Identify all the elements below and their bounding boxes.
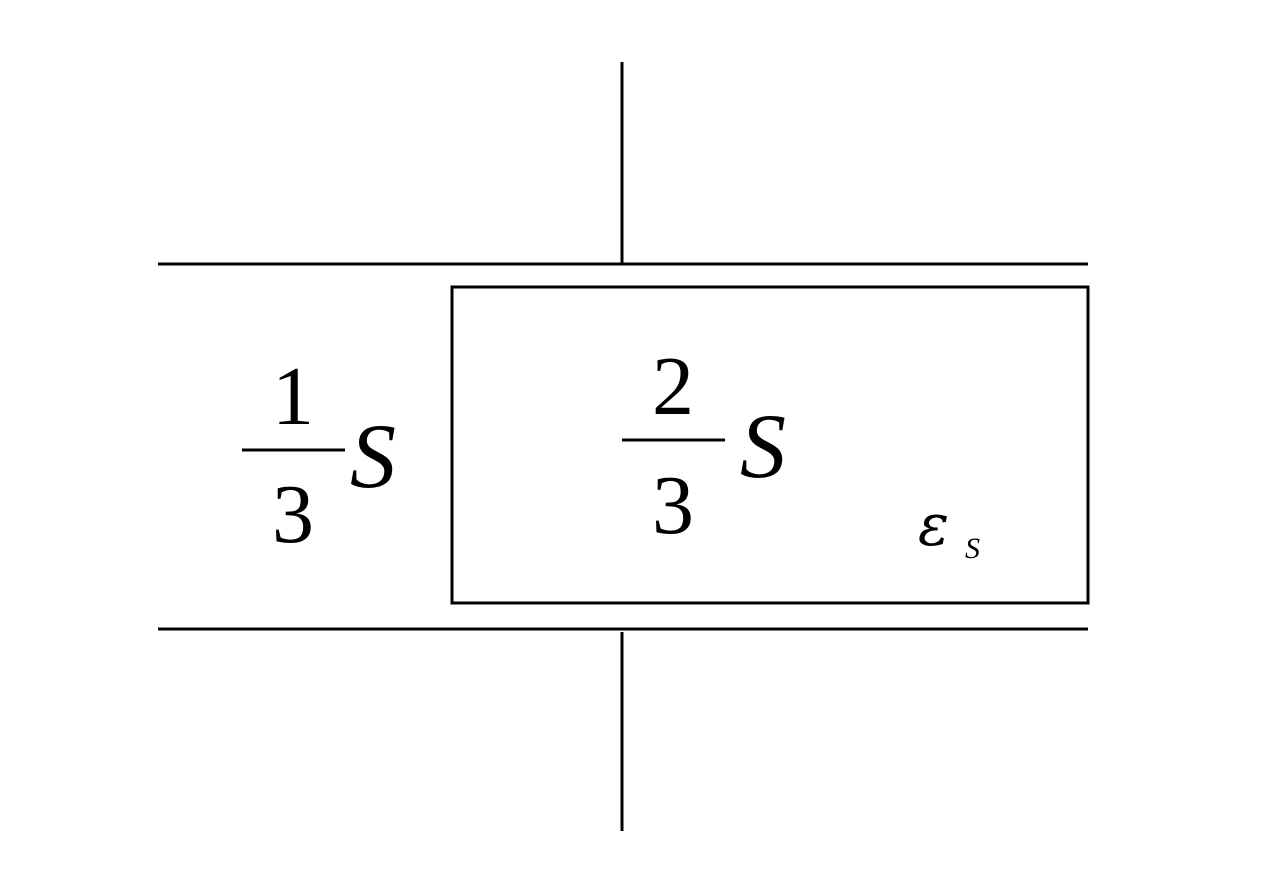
left-denominator: 3: [272, 468, 314, 561]
right-area-label: 2 3 S: [622, 340, 786, 552]
left-variable: S: [350, 405, 396, 507]
right-numerator: 2: [652, 340, 694, 433]
right-variable: S: [740, 395, 786, 497]
dielectric-slab: [450, 285, 1090, 605]
left-area-label: 1 3 S: [242, 350, 396, 561]
right-denominator: 3: [652, 459, 694, 552]
epsilon-subscript: S: [965, 532, 980, 565]
left-numerator: 1: [272, 350, 314, 443]
epsilon-symbol: ε: [918, 491, 949, 559]
permittivity-label: ε S: [918, 491, 980, 565]
